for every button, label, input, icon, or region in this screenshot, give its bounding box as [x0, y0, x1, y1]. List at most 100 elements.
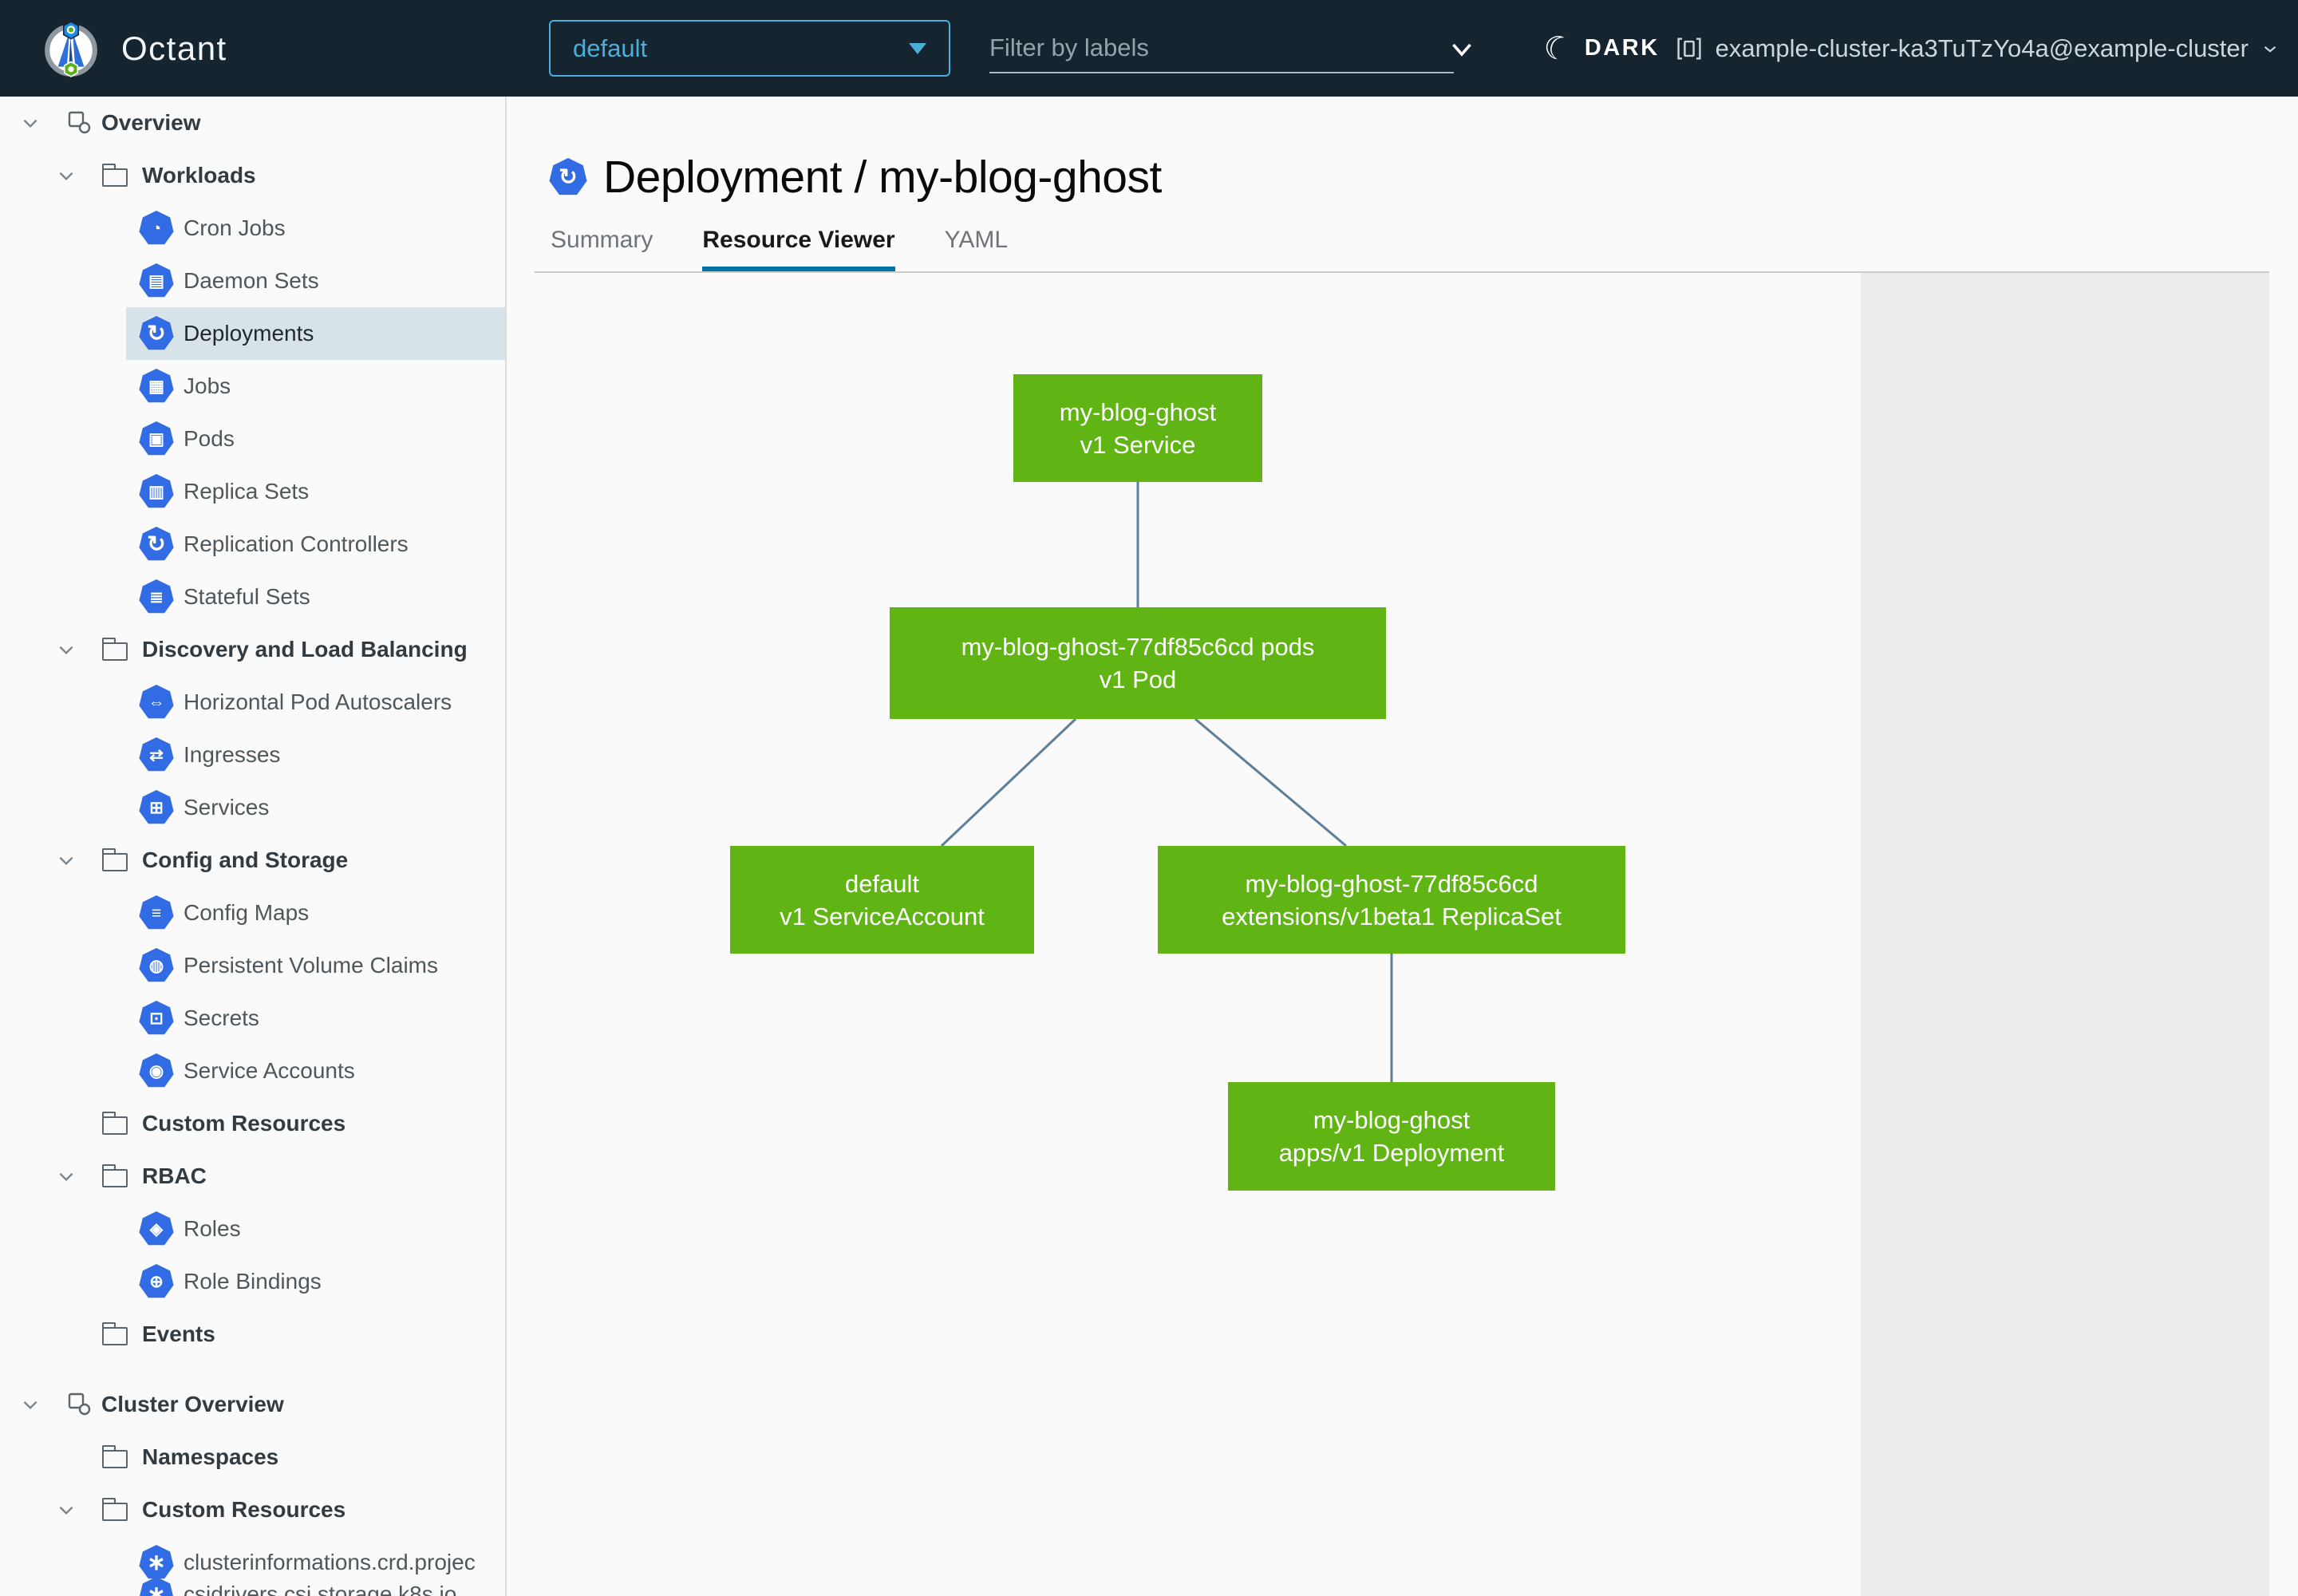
sidebar-item-jobs[interactable]: ▦ Jobs — [0, 360, 505, 413]
chevron-down-icon[interactable] — [56, 850, 77, 871]
pvc-icon: ◍ — [139, 948, 174, 982]
sidebar-item-deployments[interactable]: ↻ Deployments — [0, 307, 505, 360]
sidebar-item-services[interactable]: ⊞ Services — [0, 781, 505, 834]
config-maps-icon: ≡ — [139, 895, 174, 930]
sidebar-item-workloads[interactable]: Workloads — [0, 149, 505, 202]
folder-icon — [101, 1497, 128, 1521]
sidebar-item-config-and-storage[interactable]: Config and Storage — [0, 834, 505, 887]
graph-node-service-account[interactable]: default v1 ServiceAccount — [730, 846, 1034, 954]
sidebar-item-stateful-sets[interactable]: ≣ Stateful Sets — [0, 571, 505, 623]
dark-theme-toggle[interactable]: ☾ DARK — [1538, 0, 1660, 97]
label-filter — [989, 24, 1471, 73]
sidebar-item-daemon-sets[interactable]: ▤ Daemon Sets — [0, 255, 505, 307]
stateful-sets-icon: ≣ — [139, 579, 174, 614]
crd-icon: ∗ — [139, 1545, 174, 1579]
sidebar-item-persistent-volume-claims[interactable]: ◍ Persistent Volume Claims — [0, 939, 505, 992]
sidebar-item-label: clusterinformations.crd.projec — [184, 1550, 476, 1574]
folder-icon — [101, 1111, 128, 1135]
theme-toggle-label: DARK — [1584, 35, 1660, 61]
node-title: default — [844, 869, 920, 898]
sidebar-item-label: Secrets — [184, 1005, 259, 1030]
chevron-down-icon[interactable] — [56, 1166, 77, 1187]
roles-icon: ◈ — [139, 1211, 174, 1246]
sidebar-item-events[interactable]: Events — [0, 1308, 505, 1361]
sidebar-item-label: Persistent Volume Claims — [184, 953, 439, 978]
role-bindings-icon: ⊕ — [139, 1264, 174, 1298]
chevron-down-icon[interactable] — [56, 165, 77, 186]
cluster-context-label: example-cluster-ka3TuTzYo4a@example-clus… — [1715, 34, 2249, 62]
folder-icon — [101, 1444, 128, 1468]
main-content: ↻ Deployment / my-blog-ghost Summary Res… — [508, 97, 2298, 1596]
services-icon: ⊞ — [139, 790, 174, 824]
sidebar-item-discovery-and-load-balancing[interactable]: Discovery and Load Balancing — [0, 623, 505, 676]
sidebar-item-custom-resources-cluster[interactable]: Custom Resources — [0, 1483, 505, 1536]
sidebar-item-label: Service Accounts — [184, 1058, 355, 1083]
node-kind: v1 Service — [1080, 430, 1196, 459]
sidebar-item-replication-controllers[interactable]: ↻ Replication Controllers — [0, 518, 505, 571]
tab-resource-viewer[interactable]: Resource Viewer — [702, 227, 895, 271]
sidebar-item-label: Jobs — [184, 373, 231, 398]
sidebar-item-label: Deployments — [184, 321, 314, 346]
sidebar-item-label: Replica Sets — [184, 479, 310, 504]
sidebar-item-replica-sets[interactable]: ▥ Replica Sets — [0, 465, 505, 518]
node-kind: v1 Pod — [1099, 666, 1177, 693]
deployment-icon: ↻ — [549, 158, 587, 196]
page-title: Deployment / my-blog-ghost — [603, 152, 1162, 203]
sidebar-item-label: Pods — [184, 426, 235, 451]
tab-bar: Summary Resource Viewer YAML — [551, 216, 1008, 271]
sidebar-item-label: RBAC — [142, 1163, 207, 1188]
sidebar-item-label: Roles — [184, 1216, 241, 1241]
sidebar-item-custom-resources[interactable]: Custom Resources — [0, 1097, 505, 1150]
sidebar-item-label: Namespaces — [142, 1444, 279, 1469]
sidebar-item-roles[interactable]: ◈ Roles — [0, 1203, 505, 1255]
navigation-sidebar: Overview Workloads ◔ Cron Jobs ▤ Daemon … — [0, 97, 507, 1596]
sidebar-item-cron-jobs[interactable]: ◔ Cron Jobs — [0, 202, 505, 255]
chevron-down-icon[interactable] — [20, 1394, 41, 1415]
sidebar-item-label: Config and Storage — [142, 847, 349, 872]
sidebar-item-overview[interactable]: Overview — [0, 97, 505, 149]
deployments-icon: ↻ — [139, 316, 174, 350]
node-kind: extensions/v1beta1 ReplicaSet — [1222, 902, 1562, 930]
graph-node-deployment[interactable]: my-blog-ghost apps/v1 Deployment — [1228, 1082, 1555, 1191]
sidebar-item-horizontal-pod-autoscalers[interactable]: ⇔ Horizontal Pod Autoscalers — [0, 676, 505, 729]
node-title: my-blog-ghost — [1059, 397, 1217, 426]
sidebar-item-namespaces[interactable]: Namespaces — [0, 1431, 505, 1483]
sidebar-item-rbac[interactable]: RBAC — [0, 1150, 505, 1203]
folder-icon — [101, 163, 128, 187]
crd-icon: ∗ — [139, 1577, 174, 1596]
sidebar-item-label: Horizontal Pod Autoscalers — [184, 689, 452, 714]
sidebar-item-label: Cluster Overview — [101, 1392, 284, 1416]
node-kind: apps/v1 Deployment — [1278, 1139, 1505, 1167]
graph-node-service[interactable]: my-blog-ghost v1 Service — [1013, 374, 1262, 482]
sidebar-item-secrets[interactable]: ⊡ Secrets — [0, 992, 505, 1045]
sidebar-item-label: Config Maps — [184, 900, 310, 925]
chevron-down-icon — [2264, 45, 2276, 53]
tab-summary[interactable]: Summary — [551, 227, 653, 253]
sidebar-item-clusterinformations[interactable]: ∗ clusterinformations.crd.projec — [0, 1536, 505, 1589]
sidebar-item-role-bindings[interactable]: ⊕ Role Bindings — [0, 1255, 505, 1308]
sidebar-item-config-maps[interactable]: ≡ Config Maps — [0, 887, 505, 939]
tab-yaml[interactable]: YAML — [944, 227, 1009, 253]
sidebar-item-ingresses[interactable]: ⇄ Ingresses — [0, 729, 505, 781]
applications-icon — [65, 109, 93, 137]
chevron-down-icon[interactable] — [56, 639, 77, 660]
sidebar-item-pods[interactable]: ▣ Pods — [0, 413, 505, 465]
graph-node-replica-set[interactable]: my-blog-ghost-77df85c6cd extensions/v1be… — [1158, 846, 1625, 954]
chevron-down-icon[interactable] — [56, 1499, 77, 1520]
cluster-context-selector[interactable]: example-cluster-ka3TuTzYo4a@example-clus… — [1674, 0, 2280, 97]
node-kind: v1 ServiceAccount — [780, 902, 985, 930]
brand[interactable]: Octant — [41, 0, 227, 97]
sidebar-item-label: Cron Jobs — [184, 215, 286, 240]
namespace-dropdown[interactable]: default — [549, 20, 950, 77]
sidebar-item-cluster-overview[interactable]: Cluster Overview — [0, 1378, 505, 1431]
filter-by-labels-input[interactable] — [989, 24, 1454, 73]
sidebar-item-label: Discovery and Load Balancing — [142, 637, 468, 662]
daemon-sets-icon: ▤ — [139, 263, 174, 298]
sidebar-item-csidrivers[interactable]: ∗ csidrivers.csi.storage.k8s.io — [0, 1568, 505, 1596]
graph-node-pods[interactable]: my-blog-ghost-77df85c6cd pods v1 Pod — [890, 607, 1386, 719]
chevron-down-icon[interactable] — [20, 113, 41, 133]
folder-icon — [101, 1163, 128, 1187]
sidebar-item-service-accounts[interactable]: ◉ Service Accounts — [0, 1045, 505, 1097]
node-title: my-blog-ghost-77df85c6cd pods — [961, 633, 1315, 661]
chevron-down-icon[interactable] — [1447, 35, 1476, 68]
